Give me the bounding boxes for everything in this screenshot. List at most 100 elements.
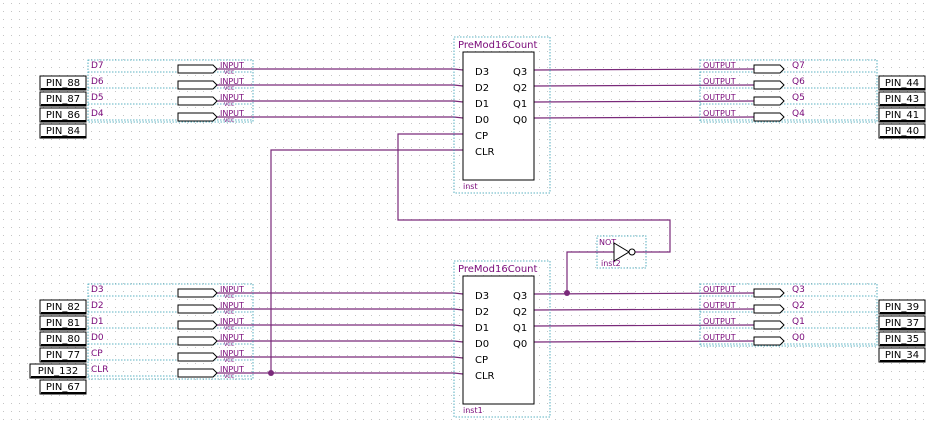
wire-bot-out-q2[interactable]: [533, 308, 755, 311]
pin-left-top-1-label: PIN_87: [46, 94, 80, 105]
bottom-output-q0[interactable]: OUTPUT: [703, 333, 785, 346]
wire-top-in-d5[interactable]: [217, 100, 464, 103]
top-input-d5-arrow-icon: [177, 96, 218, 106]
pin-left-bottom-5-label: PIN_67: [46, 382, 80, 393]
top-input-d6-arrow-icon: [177, 80, 218, 90]
pin-left-top-2[interactable]: PIN_86: [39, 107, 87, 123]
pin-left-bottom-1[interactable]: PIN_81: [39, 315, 87, 331]
bottom-output-q1[interactable]: OUTPUT: [703, 317, 785, 330]
pin-right-bottom-1[interactable]: PIN_37: [878, 315, 926, 331]
wire-not-to-cp[interactable]: [397, 133, 671, 253]
top-input-d6-vcc: VCC: [224, 86, 235, 92]
top-input-d7-arrow-icon: [177, 64, 218, 74]
pin-right-top-0-label: PIN_44: [885, 78, 919, 89]
wire-bot-out-q0[interactable]: [533, 340, 755, 343]
pin-left-top-1[interactable]: PIN_87: [39, 91, 87, 107]
bottom-output-q3[interactable]: OUTPUT: [703, 285, 785, 298]
wire-top-out-q5[interactable]: [533, 100, 755, 103]
pin-left-bottom-0[interactable]: PIN_82: [39, 299, 87, 315]
pin-left-bottom-4[interactable]: PIN_132: [29, 363, 87, 379]
pin-right-top-2[interactable]: PIN_41: [878, 107, 926, 123]
pin-right-bottom-0[interactable]: PIN_39: [878, 299, 926, 315]
top-output-q7[interactable]: OUTPUT: [703, 61, 785, 74]
wire-bot-out-q3[interactable]: [533, 292, 755, 295]
block-top[interactable]: PreMod16Count D3 D2 D1 D0 CP CLR Q3 Q2 Q…: [453, 36, 551, 194]
wire-top-out-q4[interactable]: [533, 116, 755, 119]
pin-left-bottom-4-label: PIN_132: [38, 366, 79, 377]
bottom-input-d2-vcc: VCC: [224, 310, 235, 316]
top-output-q4-text: OUTPUT: [703, 109, 736, 118]
top-output-q4[interactable]: OUTPUT: [703, 109, 785, 122]
bottom-output-q0-arrow-icon: [753, 336, 785, 346]
bottom-input-d1-text: INPUT: [220, 317, 244, 326]
pin-right-top-3[interactable]: PIN_40: [878, 123, 926, 139]
bottom-input-clr-text: INPUT: [220, 365, 244, 374]
bottom-output-q2[interactable]: OUTPUT: [703, 301, 785, 314]
bottom-output-q3-text: OUTPUT: [703, 285, 736, 294]
not-gate[interactable]: NOT inst2: [596, 235, 647, 269]
top-input-d4-text: INPUT: [220, 109, 244, 118]
pin-left-bottom-2-label: PIN_80: [46, 334, 80, 345]
block-bottom[interactable]: PreMod16Count D3 D2 D1 D0 CP CLR Q3 Q2 Q…: [453, 260, 551, 418]
wire-bot-in-clr[interactable]: [217, 372, 464, 375]
pin-left-bottom-5-shadow: [41, 392, 86, 394]
top-input-d4-arrow-icon: [177, 112, 218, 122]
bottom-input-d2-arrow-icon: [177, 304, 218, 314]
top-input-d5-vcc: VCC: [224, 102, 235, 108]
pin-right-top-0[interactable]: PIN_44: [878, 75, 926, 91]
bottom-input-d3-arrow-icon: [177, 288, 218, 298]
top-out-net-q6: Q6: [792, 77, 805, 87]
pins-layer: PIN_88PIN_87PIN_86PIN_84PIN_44PIN_43PIN_…: [29, 75, 926, 395]
bottom-input-d1-vcc: VCC: [224, 326, 235, 332]
wire-top-out-q6[interactable]: [533, 84, 755, 87]
io-boxes-layer: INPUTVCCINPUTVCCINPUTVCCINPUTVCCOUTPUTOU…: [87, 59, 878, 380]
wire-bot-in-d1[interactable]: [217, 324, 464, 327]
block-top-out-q3: Q3: [513, 67, 527, 78]
pin-right-bottom-2[interactable]: PIN_35: [878, 331, 926, 347]
wire-bot-out-q1[interactable]: [533, 324, 755, 327]
wire-top-out-q7[interactable]: [533, 68, 755, 71]
block-bottom-body[interactable]: [462, 275, 535, 405]
pin-left-bottom-0-shadow: [41, 312, 86, 314]
pin-left-top-0[interactable]: PIN_88: [39, 75, 87, 91]
not-gate-triangle-icon: [613, 242, 630, 262]
block-bottom-title: PreMod16Count: [458, 264, 537, 275]
block-bottom-in-d3: D3: [475, 291, 489, 302]
bottom-input-clr-arrow-icon: [177, 368, 218, 378]
pin-left-top-3-label: PIN_84: [46, 126, 80, 137]
top-in-net-d7: D7: [91, 61, 104, 71]
pin-left-bottom-2[interactable]: PIN_80: [39, 331, 87, 347]
top-output-q6[interactable]: OUTPUT: [703, 77, 785, 90]
pin-left-bottom-5[interactable]: PIN_67: [39, 379, 87, 395]
pin-right-bottom-1-label: PIN_37: [885, 318, 919, 329]
top-output-q7-text: OUTPUT: [703, 61, 736, 70]
bottom-input-clr-vcc: VCC: [224, 374, 235, 380]
bot-in-net-d0: D0: [91, 333, 104, 343]
pin-left-bottom-1-shadow: [41, 328, 86, 330]
wire-q3-to-not[interactable]: [566, 251, 614, 293]
pin-left-bottom-3[interactable]: PIN_77: [39, 347, 87, 363]
not-gate-outline: [596, 235, 647, 269]
pin-left-top-3[interactable]: PIN_84: [39, 123, 87, 139]
block-bottom-in-d2: D2: [475, 307, 489, 318]
pin-right-bottom-3[interactable]: PIN_34: [878, 347, 926, 363]
top-output-q5[interactable]: OUTPUT: [703, 93, 785, 106]
block-top-body[interactable]: [462, 51, 535, 181]
pin-right-top-1[interactable]: PIN_43: [878, 91, 926, 107]
bot-out-net-q3: Q3: [792, 285, 805, 295]
wire-clr-shared[interactable]: [270, 149, 463, 373]
top-out-net-q5: Q5: [792, 93, 805, 103]
top-input-d4-vcc: VCC: [224, 118, 235, 124]
pin-left-top-3-shadow: [41, 136, 86, 138]
